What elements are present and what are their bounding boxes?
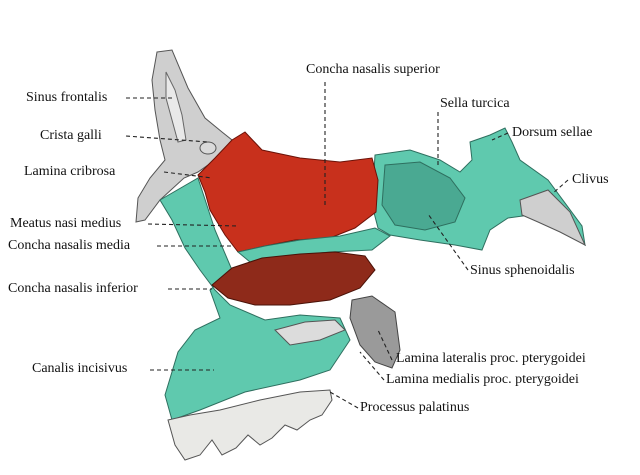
label-sinus-sphenoidalis: Sinus sphenoidalis xyxy=(470,263,575,278)
label-concha-nasalis-media: Concha nasalis media xyxy=(8,238,131,253)
label-lamina-medialis: Lamina medialis proc. pterygoidei xyxy=(386,372,579,387)
sphenoid-sinus-shape xyxy=(381,161,466,231)
palatine-process-shape xyxy=(274,319,346,346)
label-lamina-cribrosa: Lamina cribrosa xyxy=(24,164,116,179)
concha-superior-media-shape xyxy=(197,131,379,253)
teeth-row-shape xyxy=(167,389,333,461)
label-sella-turcica: Sella turcica xyxy=(440,96,510,111)
label-meatus-nasi-medius: Meatus nasi medius xyxy=(10,216,122,231)
label-dorsum-sellae: Dorsum sellae xyxy=(512,125,593,140)
crista-galli-shape xyxy=(199,141,217,155)
label-concha-nasalis-superior: Concha nasalis superior xyxy=(306,62,440,77)
clivus-shape xyxy=(519,189,587,247)
label-sinus-frontalis: Sinus frontalis xyxy=(26,90,108,105)
label-concha-nasalis-inferior: Concha nasalis inferior xyxy=(8,281,138,296)
concha-inferior-shape xyxy=(211,251,376,306)
frontal-sinus-shape xyxy=(165,71,187,143)
label-lamina-lateralis: Lamina lateralis proc. pterygoidei xyxy=(396,351,586,366)
label-clivus: Clivus xyxy=(572,172,609,187)
pterygoid-plates-shape xyxy=(349,295,401,369)
label-crista-galli: Crista galli xyxy=(40,128,102,143)
label-canalis-incisivus: Canalis incisivus xyxy=(32,361,128,376)
label-processus-palatinus: Processus palatinus xyxy=(360,400,470,415)
